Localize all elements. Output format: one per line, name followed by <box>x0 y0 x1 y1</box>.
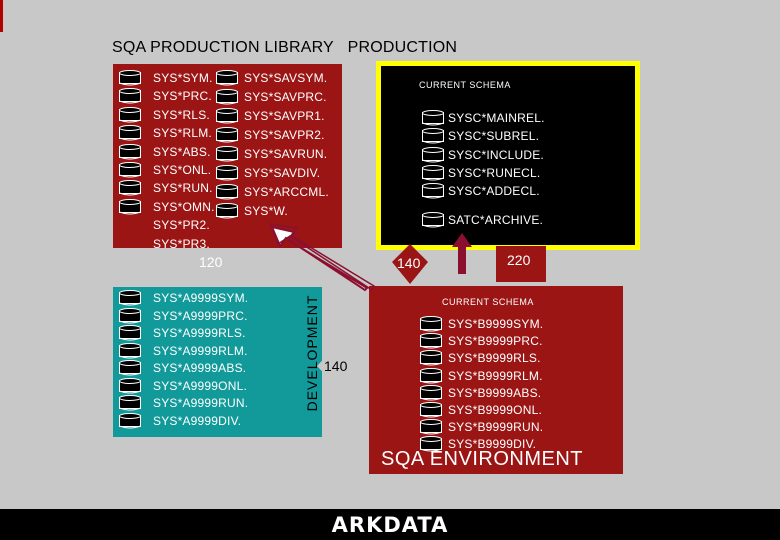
database-cylinder-icon <box>119 125 141 146</box>
database-cylinder-icon <box>119 395 141 416</box>
database-cylinder-icon <box>422 183 444 204</box>
corner-marker <box>0 0 3 32</box>
development-panel <box>113 287 322 437</box>
database-cylinder-icon <box>422 212 444 233</box>
database-cylinder-icon <box>216 70 238 91</box>
page-title: SQA PRODUCTION LIBRARY PRODUCTION <box>112 39 458 56</box>
list-item-label: SYS*SAVDIV. <box>244 166 321 180</box>
list-item-label: SYS*ABS. <box>153 144 211 159</box>
list-item-label: SYSC*INCLUDE. <box>448 147 544 162</box>
list-item-label: SYS*SAVRUN. <box>244 147 328 161</box>
step-label-140-mid-box: 140 <box>317 346 355 386</box>
database-cylinder-icon <box>216 184 238 205</box>
list-item-label: SYS*A9999DIV. <box>153 413 242 428</box>
up-arrow-head <box>452 233 472 247</box>
list-item-label: SYS*B9999ONL. <box>448 403 542 417</box>
sqa-to-production-arrow-outline <box>268 223 375 292</box>
database-cylinder-icon <box>216 165 238 186</box>
list-item-label: SYS*A9999ABS. <box>153 361 247 375</box>
list-item-label: SYS*RLS. <box>153 107 210 122</box>
list-item-label: SYS*B9999ABS. <box>448 385 542 400</box>
list-item-label: SYS*B9999PRC. <box>448 334 543 349</box>
database-cylinder-icon <box>119 412 141 434</box>
list-item-label: SYS*PRC. <box>153 89 212 104</box>
database-cylinder-icon <box>420 419 442 440</box>
list-item-label: SYS*A9999PRC. <box>153 308 248 323</box>
database-cylinder-icon <box>420 350 442 371</box>
list-item-label: SYSC*RUNECL. <box>448 165 541 180</box>
database-cylinder-icon <box>420 333 442 354</box>
database-cylinder-icon <box>119 143 141 165</box>
database-cylinder-icon <box>119 342 141 364</box>
list-item-label: SYS*PR3. <box>153 236 210 251</box>
database-cylinder-icon <box>119 70 141 91</box>
database-cylinder-icon <box>119 377 141 399</box>
database-cylinder-icon <box>216 108 238 129</box>
database-cylinder-icon <box>216 146 238 167</box>
sqa-to-production-arrow <box>270 225 369 292</box>
step-label-140-top: 140 <box>397 255 421 271</box>
list-item-label: SYS*B9999RUN. <box>448 420 544 435</box>
list-item-label: SYS*A9999SYM. <box>153 291 249 305</box>
list-item-label: SYS*SYM. <box>153 71 213 85</box>
archive-label: SATC*ARCHIVE. <box>448 213 544 227</box>
step-label-220: 220 <box>507 252 531 268</box>
list-item-label: SYS*B9999RLM. <box>448 368 543 383</box>
step-label-140-top-box: 140 <box>392 244 428 284</box>
database-cylinder-icon <box>216 89 238 110</box>
list-item-label: SYS*W. <box>244 204 288 218</box>
database-cylinder-icon <box>420 316 442 337</box>
list-item-label: SYS*SAVPRC. <box>244 90 327 104</box>
arkdata-logo: ARKDATA <box>331 513 449 537</box>
database-cylinder-icon <box>420 384 442 406</box>
database-cylinder-icon <box>422 164 444 186</box>
database-cylinder-icon <box>119 360 141 381</box>
list-item-label: SYS*RUN. <box>153 181 213 196</box>
database-cylinder-icon <box>119 88 141 109</box>
list-item-label: SYS*A9999ONL. <box>153 378 247 393</box>
database-cylinder-icon <box>422 128 444 149</box>
step-label-220-box: 220 <box>496 246 546 282</box>
database-cylinder-icon <box>119 325 141 346</box>
database-cylinder-icon <box>119 106 141 128</box>
list-item-label: SYS*A9999RUN. <box>153 396 249 410</box>
list-item-label: SYS*SAVPR2. <box>244 128 325 142</box>
database-cylinder-icon <box>119 307 141 329</box>
list-item-label: SYSC*MAINREL. <box>448 111 545 125</box>
list-item-label: SYS*ONL. <box>153 163 212 177</box>
list-item-label: SYS*PR2. <box>153 218 210 233</box>
database-cylinder-icon <box>119 198 141 220</box>
list-item-label: SYS*ARCCML. <box>244 185 329 199</box>
footer-bar <box>0 509 780 540</box>
database-cylinder-icon <box>119 290 141 311</box>
current-schema-heading: CURRENT SCHEMA <box>419 80 511 90</box>
list-item-label: SYSC*ADDECL. <box>448 184 540 199</box>
database-cylinder-icon <box>119 180 141 201</box>
sqa-environment-panel: CURRENT SCHEMA <box>369 286 623 474</box>
database-cylinder-icon <box>420 436 442 457</box>
database-cylinder-icon <box>119 162 141 183</box>
list-item-label: SYS*OMN. <box>153 199 215 214</box>
database-cylinder-icon <box>216 127 238 148</box>
database-cylinder-icon <box>422 146 444 168</box>
step-label-140-mid: 140 <box>324 358 348 374</box>
list-item-label: SYS*SAVPR1. <box>244 109 325 123</box>
list-item-label: SYSC*SUBREL. <box>448 129 540 144</box>
list-item-label: SYS*A9999RLS. <box>153 326 246 340</box>
database-cylinder-icon <box>420 367 442 389</box>
sqa-schema-heading: CURRENT SCHEMA <box>442 297 534 307</box>
database-cylinder-icon <box>420 402 442 423</box>
step-label-120: 120 <box>199 254 223 270</box>
list-item-label: SYS*B9999RLS. <box>448 351 541 366</box>
up-arrow-shaft <box>458 246 466 274</box>
database-cylinder-icon <box>216 203 238 224</box>
list-item-label: SYS*A9999RLM. <box>153 343 248 358</box>
sqa-environment-label: SQA ENVIRONMENT <box>381 448 583 470</box>
database-cylinder-icon <box>422 110 444 131</box>
list-item-label: SYS*B9999DIV. <box>448 437 537 452</box>
list-item-label: SYS*RLM. <box>153 126 212 141</box>
list-item-label: SYS*SAVSYM. <box>244 71 328 85</box>
list-item-label: SYS*B9999SYM. <box>448 317 544 331</box>
